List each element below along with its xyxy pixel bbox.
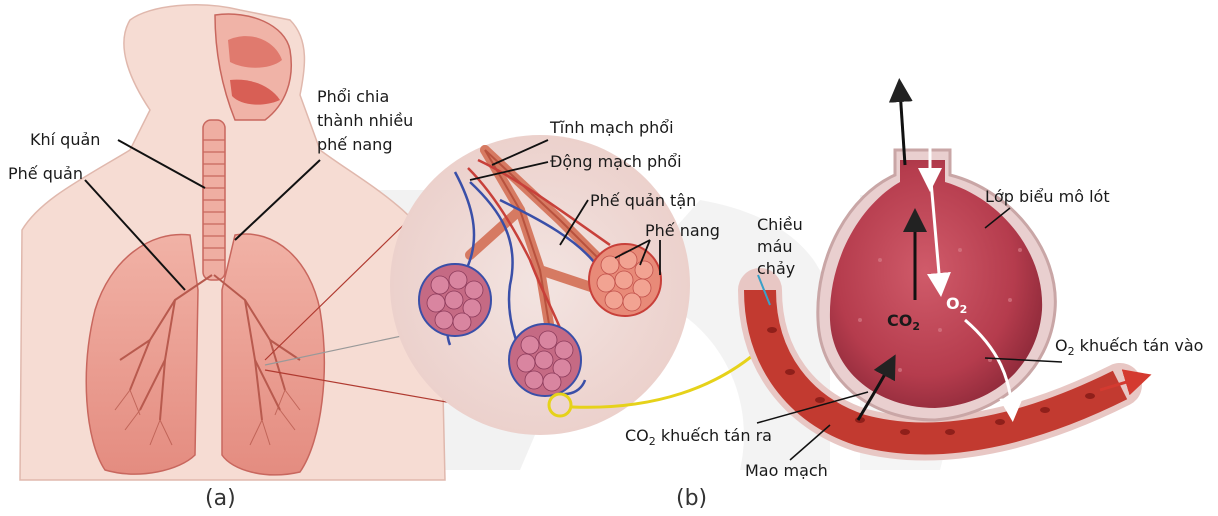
alveolar-sac-bottom xyxy=(509,324,581,396)
panel-b-caption: (b) xyxy=(676,486,707,511)
label-phoi-line1: Phổi chia xyxy=(317,86,389,108)
label-phe-quan-tan: Phế quản tận xyxy=(590,190,696,212)
label-chieu-line3: chảy xyxy=(757,258,795,280)
label-phoi-line3: phế nang xyxy=(317,134,392,156)
label-o2-in-alveolus: O2 xyxy=(946,293,967,321)
label-phe-quan: Phế quản xyxy=(8,163,83,185)
label-lop-bieu-mo: Lớp biểu mô lót xyxy=(985,186,1110,208)
alveolar-sac-right xyxy=(589,244,661,316)
label-phoi-line2: thành nhiều xyxy=(317,110,413,132)
label-mao-mach: Mao mạch xyxy=(745,460,828,482)
label-dong-mach-phoi: Động mạch phổi xyxy=(550,151,682,173)
label-tinh-mach-phoi: Tĩnh mạch phổi xyxy=(550,117,674,139)
panel-a-caption: (a) xyxy=(205,486,236,511)
label-khi-quan: Khí quản xyxy=(30,129,100,151)
alveolar-sac-left xyxy=(419,264,491,336)
label-o2-khuech-tan-vao: O2 khuếch tán vào xyxy=(1055,335,1203,363)
label-phe-nang: Phế nang xyxy=(645,220,720,242)
label-chieu-line1: Chiều xyxy=(757,214,803,236)
label-co2-in-alveolus: CO2 xyxy=(887,310,920,338)
human-torso-illustration xyxy=(20,5,445,480)
label-co2-khuech-tan-ra: CO2 khuếch tán ra xyxy=(625,425,772,453)
label-chieu-line2: máu xyxy=(757,236,793,258)
